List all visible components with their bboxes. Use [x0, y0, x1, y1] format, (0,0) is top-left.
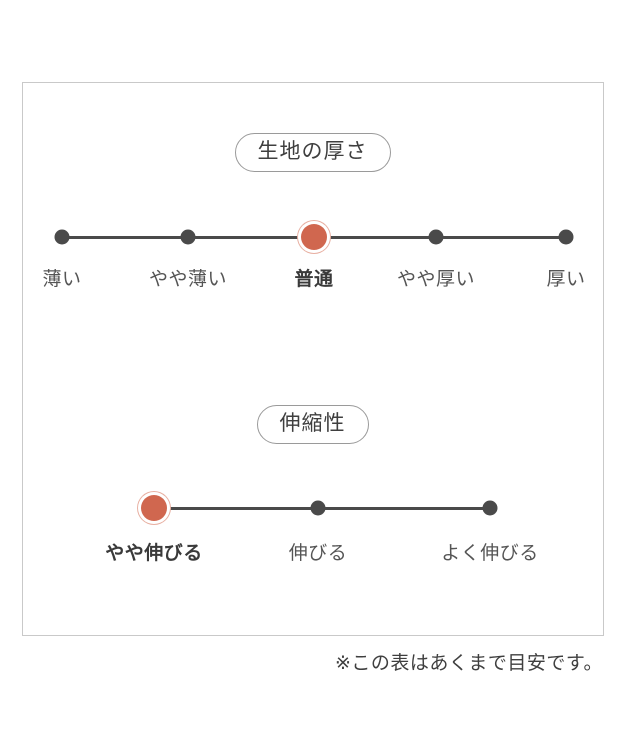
- section-title-stretchiness: 伸縮性: [0, 405, 625, 444]
- scale-point-nobiru[interactable]: [310, 500, 326, 516]
- scale-point-yaya-nobiru-active[interactable]: [141, 495, 167, 521]
- scale-label-yaya-nobiru: やや伸びる: [105, 542, 203, 564]
- scale-label-futsuu: 普通: [294, 268, 334, 290]
- scale-label-yoku-nobiru: よく伸びる: [441, 542, 539, 564]
- spec-table-frame: [22, 82, 604, 636]
- scale-label-yaya-usui: やや薄い: [148, 268, 228, 290]
- scale-point-usui[interactable]: [54, 229, 70, 245]
- scale-point-atsui[interactable]: [558, 229, 574, 245]
- scale-point-yaya-usui[interactable]: [180, 229, 196, 245]
- section-title-fabric-thickness: 生地の厚さ: [0, 133, 625, 172]
- scale-point-yoku-nobiru[interactable]: [482, 500, 498, 516]
- section-title-pill: 生地の厚さ: [234, 133, 391, 172]
- section-title-pill: 伸縮性: [256, 405, 369, 444]
- scale-fabric-thickness: 薄い やや薄い 普通 やや厚い 厚い: [42, 222, 585, 290]
- scale-label-yaya-atsui: やや厚い: [396, 268, 475, 290]
- scale-label-nobiru: 伸びる: [288, 542, 348, 564]
- scale-point-yaya-atsui[interactable]: [428, 229, 444, 245]
- scale-label-atsui: 厚い: [546, 268, 586, 290]
- footnote-disclaimer: ※この表はあくまで目安です。: [334, 652, 603, 674]
- scale-label-usui: 薄い: [42, 268, 82, 290]
- scale-point-futsuu-active[interactable]: [301, 224, 327, 250]
- scale-stretchiness: やや伸びる 伸びる よく伸びる: [105, 493, 538, 564]
